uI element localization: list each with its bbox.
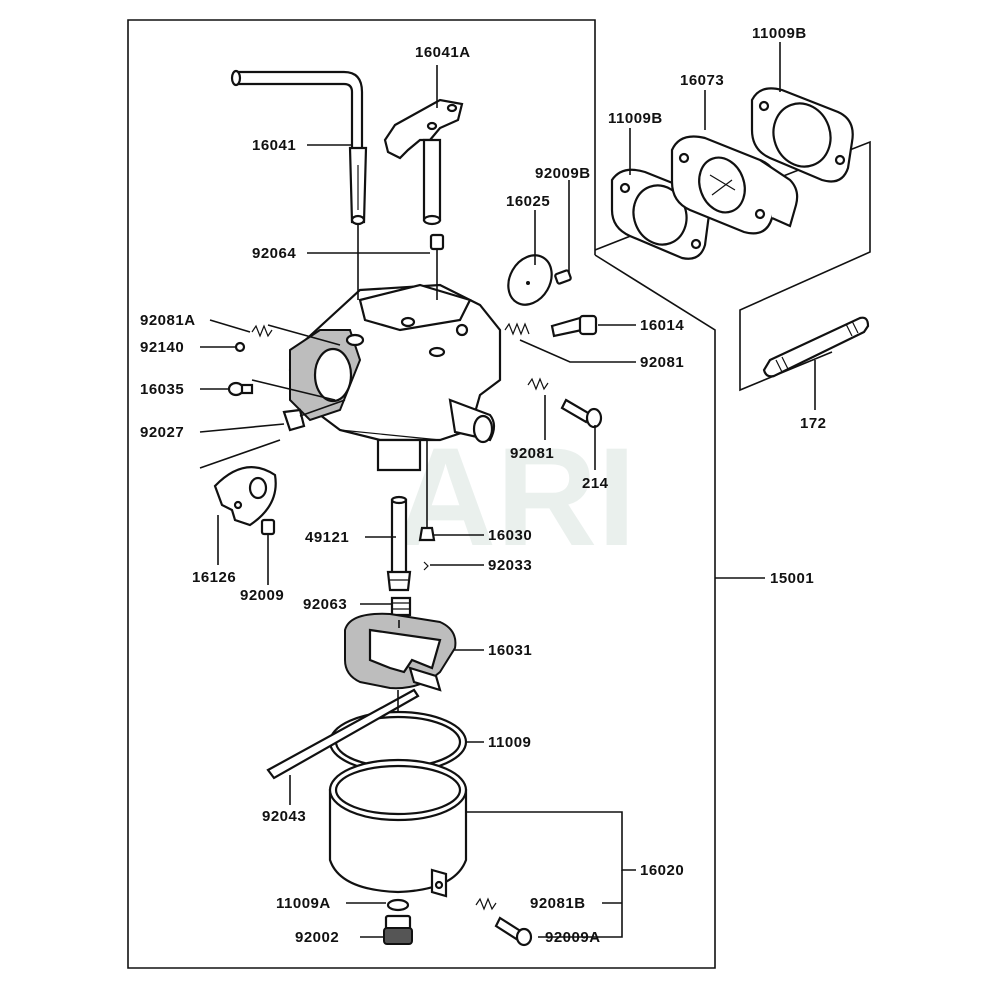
choke-shaft [230,69,368,226]
gasket-11009B-right [750,87,854,183]
spring-92063 [390,596,412,617]
clip-92027 [282,399,346,432]
screw-16014 [504,314,598,338]
label-92033: 92033 [488,557,532,574]
spring-92081A [251,324,273,338]
label-172: 172 [800,415,827,432]
label-16126: 16126 [192,569,236,586]
assembly-frame [127,19,716,969]
float-16031 [344,612,457,692]
label-11009: 11009 [488,734,531,751]
screw-92009 [260,518,276,536]
washer-11009A [386,898,410,912]
label-92009: 92009 [240,587,284,604]
label-92081B: 92081B [530,895,586,912]
insulator-16073 [670,135,799,235]
label-92064: 92064 [252,245,296,262]
screw-92009A [494,916,533,947]
label-92081-lower: 92081 [510,445,554,462]
label-16041: 16041 [252,137,296,154]
screw-214 [527,377,603,429]
label-16031: 16031 [488,642,532,659]
main-nozzle-49121 [386,495,412,592]
watermark: ARI [395,418,636,575]
label-92009B: 92009B [535,165,591,182]
plate-16126 [213,466,277,527]
label-92002: 92002 [295,929,339,946]
label-16030: 16030 [488,527,532,544]
label-92140: 92140 [140,339,184,356]
ball-92140 [234,341,246,353]
label-16014: 16014 [640,317,684,334]
leader-lines [199,42,816,938]
pin-92043 [266,688,420,780]
label-92081-upper: 92081 [640,354,684,371]
label-16073: 16073 [680,72,724,89]
label-11009B-right: 11009B [752,25,807,42]
label-214: 214 [582,475,609,492]
label-15001: 15001 [770,570,814,587]
label-92043: 92043 [262,808,306,825]
label-92063: 92063 [303,596,347,613]
stud-172 [762,316,870,378]
label-92009A: 92009A [545,929,601,946]
clip-92033 [423,561,429,571]
throttle-shaft [383,98,464,226]
label-16035: 16035 [140,381,184,398]
screw-92009B [554,269,572,285]
label-16020: 16020 [640,862,684,879]
label-11009A: 11009A [276,895,331,912]
label-92027: 92027 [140,424,184,441]
spring-92081B [475,897,497,911]
throttle-plate [507,254,553,306]
needle-16030 [418,440,436,542]
label-92081A: 92081A [140,312,196,329]
screw-92064 [429,233,445,262]
screw-16035 [227,381,254,397]
float-bowl-16020 [328,758,468,898]
label-49121: 49121 [305,529,349,546]
bolt-92002 [383,914,413,945]
label-11009B-left: 11009B [608,110,663,127]
label-16041A: 16041A [415,44,471,61]
label-16025: 16025 [506,193,550,210]
